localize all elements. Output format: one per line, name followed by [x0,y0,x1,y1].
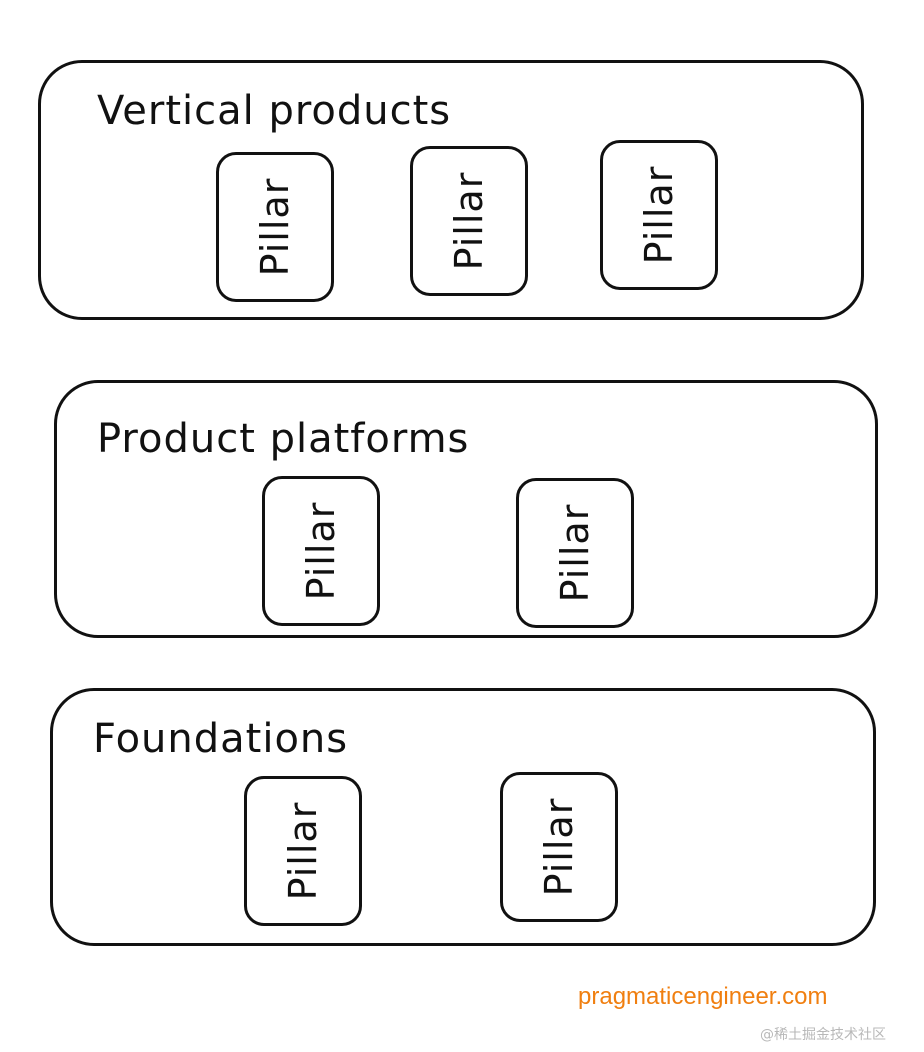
pillar-label: Pillar [447,171,491,271]
site-watermark: @稀土掘金技术社区 [760,1027,886,1043]
pillar-label: Pillar [253,177,297,277]
layer-title: Vertical products [97,88,452,134]
layer-title: Foundations [93,716,349,762]
pillar-box: Pillar [600,140,718,290]
pillar-label: Pillar [537,797,581,897]
brand-watermark: pragmaticengineer.com [578,983,828,1010]
pillar-label: Pillar [281,801,325,901]
pillar-box: Pillar [500,772,618,922]
pillar-box: Pillar [410,146,528,296]
layer-foundations: Foundations [50,688,876,946]
pillar-box: Pillar [216,152,334,302]
pillar-label: Pillar [637,165,681,265]
pillar-box: Pillar [516,478,634,628]
pillar-label: Pillar [299,501,343,601]
layer-product-platforms: Product platforms [54,380,878,638]
pillar-box: Pillar [244,776,362,926]
pillar-label: Pillar [553,503,597,603]
pillar-box: Pillar [262,476,380,626]
layer-title: Product platforms [97,416,470,462]
